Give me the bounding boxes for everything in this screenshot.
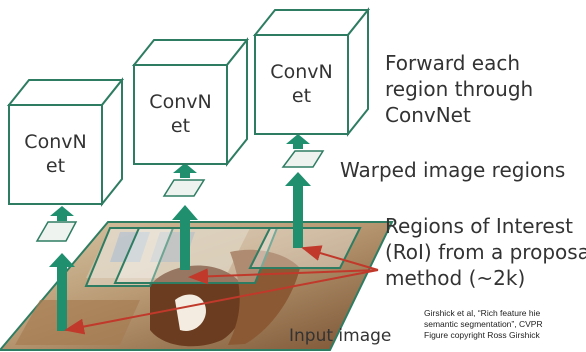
input-image-label: Input image (289, 326, 392, 346)
arrow-region-to-warp-middle (172, 205, 198, 270)
pointer-line-3 (301, 245, 379, 271)
arrow-warp-to-convnet-middle (173, 163, 197, 178)
arrow-region-to-warp-right (285, 172, 311, 248)
convnet-box-right (252, 7, 371, 137)
arrow-warp-to-convnet-left (50, 206, 74, 221)
warped-region-left (35, 221, 78, 242)
forward-label: Forward each region through ConvNet (385, 51, 534, 127)
pointer-line-1 (64, 269, 379, 335)
warped-region-right (281, 150, 325, 168)
arrow-region-to-warp-left (49, 253, 75, 331)
warped-region-middle (162, 179, 206, 197)
citation-credit: Girshick et al, “Rich feature hie semant… (424, 308, 543, 341)
roi-box-middle (113, 227, 279, 284)
roi-label: Regions of Interest (RoI) from a proposa… (385, 214, 586, 290)
arrow-warp-to-convnet-right (286, 134, 310, 149)
pointer-line-2 (188, 268, 379, 285)
convnet-box-middle (131, 37, 250, 167)
convnet-box-left (6, 77, 125, 207)
warped-label: Warped image regions (340, 158, 566, 182)
